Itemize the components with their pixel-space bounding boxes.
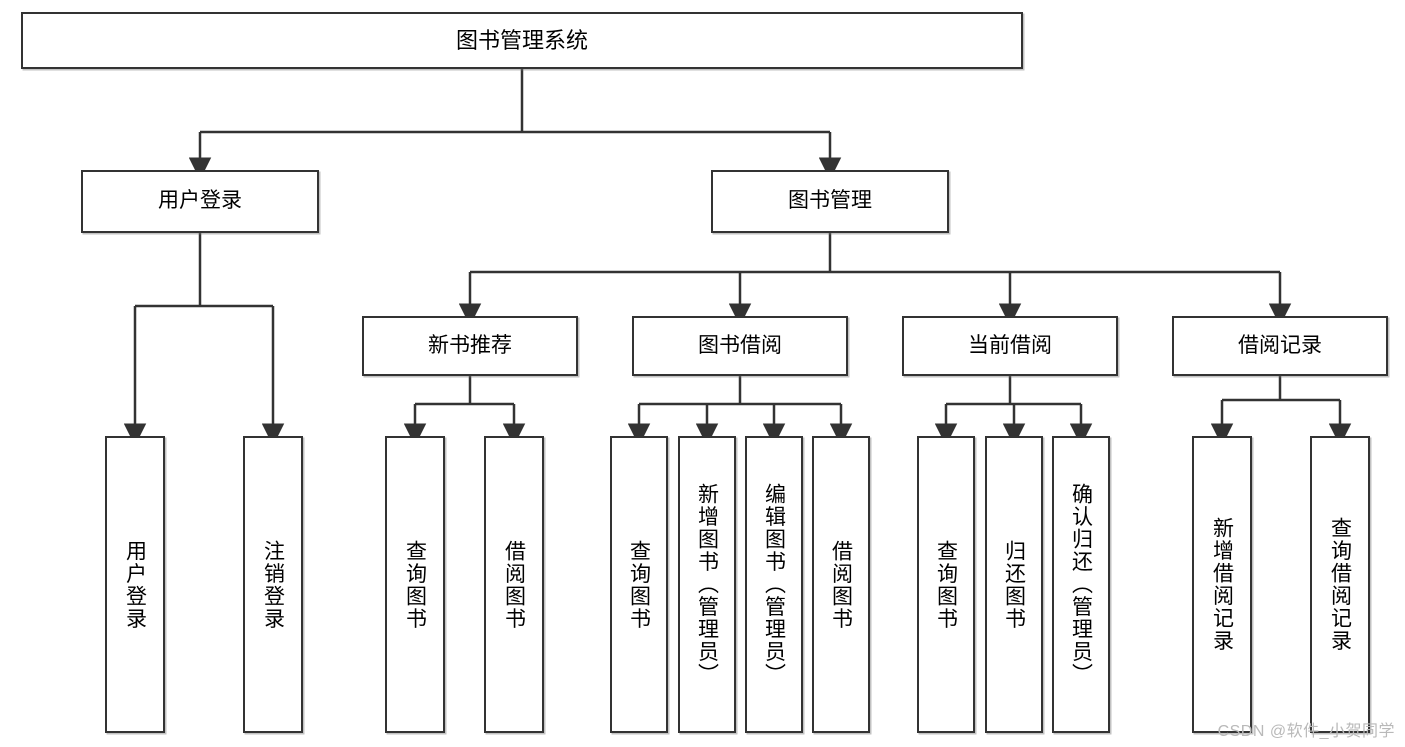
node-book-management[interactable]: 图书管理: [711, 170, 949, 233]
node-leaf-edit-book-label: 编辑图书（管理员）: [762, 483, 786, 686]
node-leaf-query-book-3[interactable]: 查询图书: [917, 436, 975, 733]
node-leaf-add-book-label: 新增图书（管理员）: [695, 483, 719, 686]
node-new-book-recommend[interactable]: 新书推荐: [362, 316, 578, 376]
node-leaf-query-book-2[interactable]: 查询图书: [610, 436, 668, 733]
node-leaf-borrow-book-2-label: 借阅图书: [829, 539, 853, 630]
node-leaf-confirm-return[interactable]: 确认归还（管理员）: [1052, 436, 1110, 733]
node-leaf-query-record-label: 查询借阅记录: [1328, 517, 1352, 652]
node-leaf-borrow-book-1[interactable]: 借阅图书: [484, 436, 544, 733]
node-leaf-query-book-1[interactable]: 查询图书: [385, 436, 445, 733]
node-leaf-query-book-1-label: 查询图书: [403, 539, 427, 630]
node-current-borrow[interactable]: 当前借阅: [902, 316, 1118, 376]
node-leaf-confirm-return-label: 确认归还（管理员）: [1069, 483, 1093, 686]
node-book-borrow[interactable]: 图书借阅: [632, 316, 848, 376]
node-book-borrow-label: 图书借阅: [698, 333, 782, 357]
node-book-management-label: 图书管理: [788, 189, 872, 213]
node-leaf-query-book-2-label: 查询图书: [627, 539, 651, 630]
node-leaf-return-book[interactable]: 归还图书: [985, 436, 1043, 733]
node-root-label: 图书管理系统: [455, 27, 588, 53]
node-leaf-logout-label: 注销登录: [261, 539, 285, 630]
node-user-login-label: 用户登录: [158, 189, 242, 213]
node-root[interactable]: 图书管理系统: [21, 12, 1023, 69]
node-user-login[interactable]: 用户登录: [81, 170, 319, 233]
node-leaf-user-login[interactable]: 用户登录: [105, 436, 165, 733]
node-leaf-add-record-label: 新增借阅记录: [1210, 517, 1234, 652]
node-borrow-record[interactable]: 借阅记录: [1172, 316, 1388, 376]
node-leaf-return-book-label: 归还图书: [1002, 539, 1026, 630]
node-leaf-user-login-label: 用户登录: [123, 539, 147, 630]
node-current-borrow-label: 当前借阅: [968, 333, 1052, 357]
node-leaf-borrow-book-1-label: 借阅图书: [502, 539, 526, 630]
node-new-book-recommend-label: 新书推荐: [428, 333, 512, 357]
node-leaf-query-book-3-label: 查询图书: [934, 539, 958, 630]
node-leaf-add-record[interactable]: 新增借阅记录: [1192, 436, 1252, 733]
node-leaf-add-book[interactable]: 新增图书（管理员）: [678, 436, 736, 733]
node-leaf-borrow-book-2[interactable]: 借阅图书: [812, 436, 870, 733]
node-leaf-logout[interactable]: 注销登录: [243, 436, 303, 733]
watermark: CSDN @软件_小贺同学: [1217, 723, 1395, 740]
node-leaf-query-record[interactable]: 查询借阅记录: [1310, 436, 1370, 733]
node-leaf-edit-book[interactable]: 编辑图书（管理员）: [745, 436, 803, 733]
node-borrow-record-label: 借阅记录: [1238, 333, 1322, 357]
